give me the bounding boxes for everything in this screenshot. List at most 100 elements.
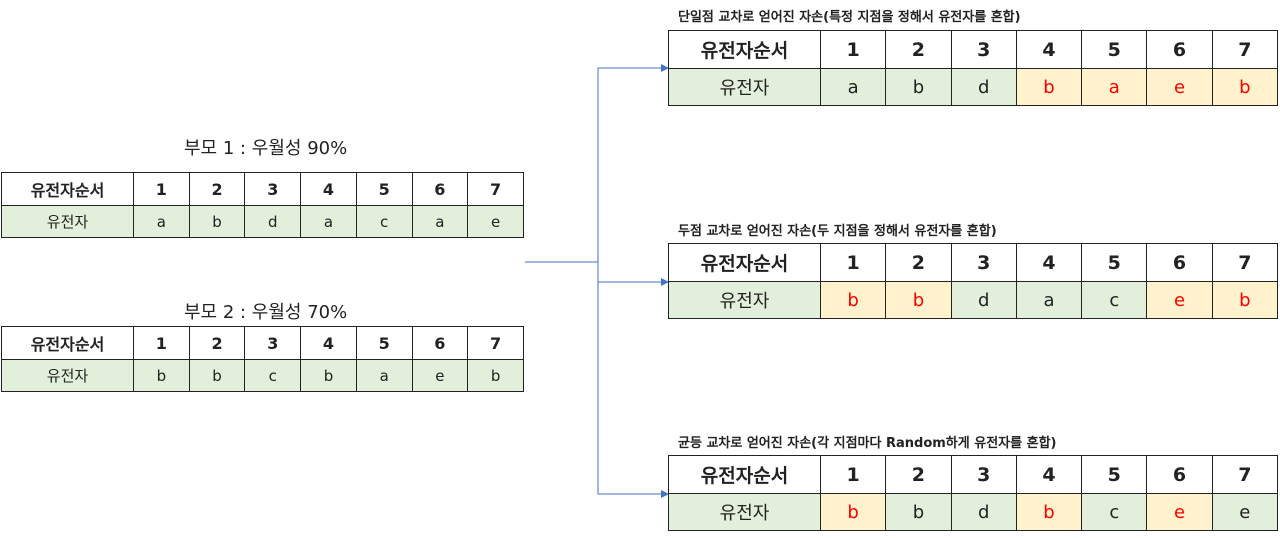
- gene-cell: e: [1146, 493, 1213, 531]
- position-cell: 5: [1081, 30, 1148, 69]
- parent-1-title: 부모 1 : 우월성 90%: [184, 138, 348, 159]
- gene-row-label: 유전자: [668, 281, 821, 319]
- header-row: 유전자순서 1 2 3 4 5 6 7: [1, 326, 524, 360]
- position-cell: 3: [950, 243, 1017, 282]
- header-row: 유전자순서 1 2 3 4 5 6 7: [1, 172, 524, 206]
- gene-row-label: 유전자: [668, 493, 821, 531]
- gene-row-label: 유전자: [1, 359, 134, 392]
- position-cell: 5: [1081, 455, 1148, 494]
- gene-cell: b: [1211, 68, 1279, 106]
- header-row: 유전자순서 1 2 3 4 5 6 7: [668, 30, 1279, 69]
- gene-cell: e: [1211, 493, 1279, 531]
- gene-cell: d: [950, 281, 1017, 319]
- position-cell: 7: [467, 172, 524, 206]
- position-cell: 3: [244, 326, 302, 360]
- header-label: 유전자순서: [668, 243, 821, 282]
- child-2-label: 두점 교차로 얻어진 자손(두 지점을 정해서 유전자를 혼합): [678, 224, 997, 239]
- gene-cell: d: [950, 68, 1017, 106]
- gene-row: 유전자 a b d b a e b: [668, 68, 1279, 106]
- gene-row-label: 유전자: [668, 68, 821, 106]
- child-1-table: 유전자순서 1 2 3 4 5 6 7 유전자 a b d b a e b: [668, 30, 1279, 106]
- gene-cell: d: [950, 493, 1017, 531]
- position-cell: 6: [411, 172, 469, 206]
- position-cell: 1: [133, 172, 190, 206]
- child-3-table: 유전자순서 1 2 3 4 5 6 7 유전자 b b d b c e e: [668, 455, 1279, 531]
- gene-cell: d: [244, 205, 302, 238]
- position-cell: 3: [950, 30, 1017, 69]
- position-cell: 1: [819, 243, 887, 282]
- gene-cell: c: [355, 205, 413, 238]
- position-cell: 1: [819, 30, 887, 69]
- position-cell: 5: [1081, 243, 1148, 282]
- position-cell: 7: [1211, 243, 1279, 282]
- gene-row: 유전자 b b c b a e b: [1, 359, 524, 392]
- gene-cell: b: [133, 359, 190, 392]
- gene-cell: b: [885, 281, 952, 319]
- child-3-label: 균등 교차로 얻어진 자손(각 지점마다 Random하게 유전자를 혼합): [678, 436, 1057, 451]
- position-cell: 4: [1015, 243, 1083, 282]
- position-cell: 5: [355, 326, 413, 360]
- position-cell: 7: [1211, 30, 1279, 69]
- gene-cell: b: [1015, 493, 1083, 531]
- gene-cell: e: [1146, 281, 1213, 319]
- gene-row: 유전자 a b d a c a e: [1, 205, 524, 238]
- header-row: 유전자순서 1 2 3 4 5 6 7: [668, 243, 1279, 282]
- position-cell: 5: [355, 172, 413, 206]
- gene-row: 유전자 b b d b c e e: [668, 493, 1279, 531]
- position-cell: 2: [188, 326, 246, 360]
- gene-cell: a: [1015, 281, 1083, 319]
- position-cell: 1: [133, 326, 190, 360]
- child-1-label: 단일점 교차로 얻어진 자손(특정 지점을 정해서 유전자를 혼합): [678, 10, 1021, 25]
- gene-row: 유전자 b b d a c e b: [668, 281, 1279, 319]
- position-cell: 6: [411, 326, 469, 360]
- gene-cell: b: [188, 359, 246, 392]
- header-row: 유전자순서 1 2 3 4 5 6 7: [668, 455, 1279, 494]
- gene-cell: b: [300, 359, 357, 392]
- gene-cell: b: [1015, 68, 1083, 106]
- position-cell: 7: [467, 326, 524, 360]
- gene-cell: b: [188, 205, 246, 238]
- gene-cell: a: [133, 205, 190, 238]
- position-cell: 4: [1015, 455, 1083, 494]
- gene-cell: b: [467, 359, 524, 392]
- gene-row-label: 유전자: [1, 205, 134, 238]
- position-cell: 6: [1146, 455, 1213, 494]
- position-cell: 4: [300, 172, 357, 206]
- gene-cell: b: [819, 493, 887, 531]
- gene-cell: b: [885, 493, 952, 531]
- position-cell: 6: [1146, 243, 1213, 282]
- gene-cell: a: [819, 68, 887, 106]
- parent-2-table: 유전자순서 1 2 3 4 5 6 7 유전자 b b c b a e b: [1, 326, 524, 392]
- gene-cell: c: [1081, 493, 1148, 531]
- position-cell: 2: [885, 455, 952, 494]
- position-cell: 2: [188, 172, 246, 206]
- position-cell: 2: [885, 30, 952, 69]
- position-cell: 3: [244, 172, 302, 206]
- position-cell: 2: [885, 243, 952, 282]
- gene-cell: b: [1211, 281, 1279, 319]
- header-label: 유전자순서: [1, 172, 134, 206]
- gene-cell: e: [1146, 68, 1213, 106]
- child-2-table: 유전자순서 1 2 3 4 5 6 7 유전자 b b d a c e b: [668, 243, 1279, 319]
- position-cell: 7: [1211, 455, 1279, 494]
- gene-cell: c: [244, 359, 302, 392]
- gene-cell: a: [1081, 68, 1148, 106]
- gene-cell: b: [885, 68, 952, 106]
- header-label: 유전자순서: [668, 455, 821, 494]
- gene-cell: c: [1081, 281, 1148, 319]
- gene-cell: a: [355, 359, 413, 392]
- parent-1-table: 유전자순서 1 2 3 4 5 6 7 유전자 a b d a c a e: [1, 172, 524, 238]
- gene-cell: a: [300, 205, 357, 238]
- gene-cell: e: [467, 205, 524, 238]
- position-cell: 6: [1146, 30, 1213, 69]
- gene-cell: a: [411, 205, 469, 238]
- header-label: 유전자순서: [1, 326, 134, 360]
- header-label: 유전자순서: [668, 30, 821, 69]
- gene-cell: b: [819, 281, 887, 319]
- gene-cell: e: [411, 359, 469, 392]
- position-cell: 1: [819, 455, 887, 494]
- position-cell: 3: [950, 455, 1017, 494]
- position-cell: 4: [300, 326, 357, 360]
- position-cell: 4: [1015, 30, 1083, 69]
